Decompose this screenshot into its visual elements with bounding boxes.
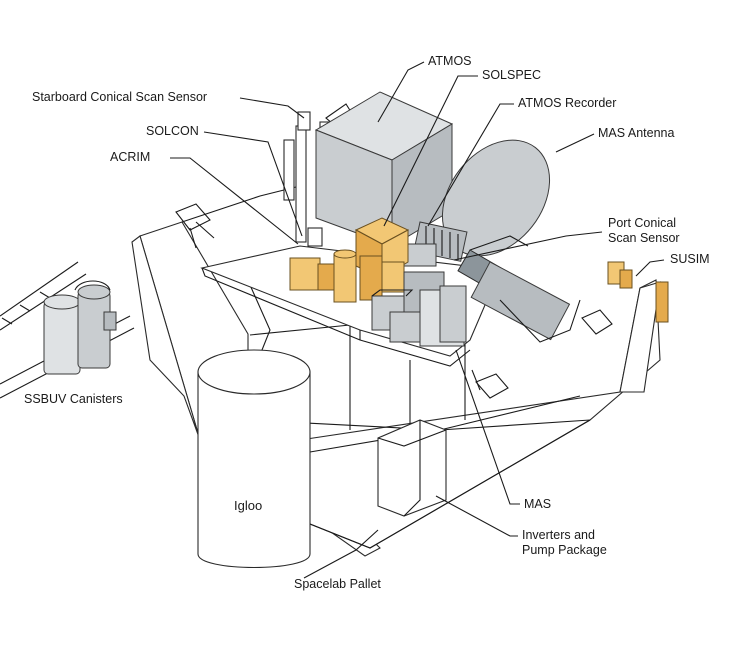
leader-lines	[170, 61, 665, 579]
label-inverters-1: Inverters and	[522, 528, 595, 542]
label-starboard-conical-scan-sensor: Starboard Conical Scan Sensor	[32, 90, 208, 104]
label-solcon: SOLCON	[146, 124, 199, 138]
inverters-pump-package	[377, 419, 447, 517]
label-atmos-recorder: ATMOS Recorder	[518, 96, 617, 110]
mas-equipment	[371, 271, 467, 347]
susim	[607, 261, 669, 323]
label-inverters-2: Pump Package	[522, 543, 607, 557]
mas-antenna	[441, 139, 581, 343]
label-solspec: SOLSPEC	[482, 68, 542, 82]
label-spacelab-pallet: Spacelab Pallet	[294, 577, 381, 591]
label-port-conical-scan-sensor-1: Port Conical	[608, 216, 677, 230]
solspec	[354, 217, 410, 301]
label-ssbuv-canisters: SSBUV Canisters	[24, 392, 123, 406]
label-acrim: ACRIM	[110, 150, 151, 164]
solcon-acrim	[289, 249, 357, 303]
label-susim: SUSIM	[670, 252, 710, 266]
pallet-fittings	[175, 203, 613, 399]
label-mas-antenna: MAS Antenna	[598, 126, 675, 140]
igloo	[197, 349, 311, 568]
atmos-box	[314, 91, 454, 247]
label-atmos: ATMOS	[428, 54, 472, 68]
ssbuv-canisters	[0, 261, 135, 399]
label-igloo: Igloo	[234, 498, 263, 513]
label-mas: MAS	[524, 497, 552, 511]
label-port-conical-scan-sensor-2: Scan Sensor	[608, 231, 680, 245]
